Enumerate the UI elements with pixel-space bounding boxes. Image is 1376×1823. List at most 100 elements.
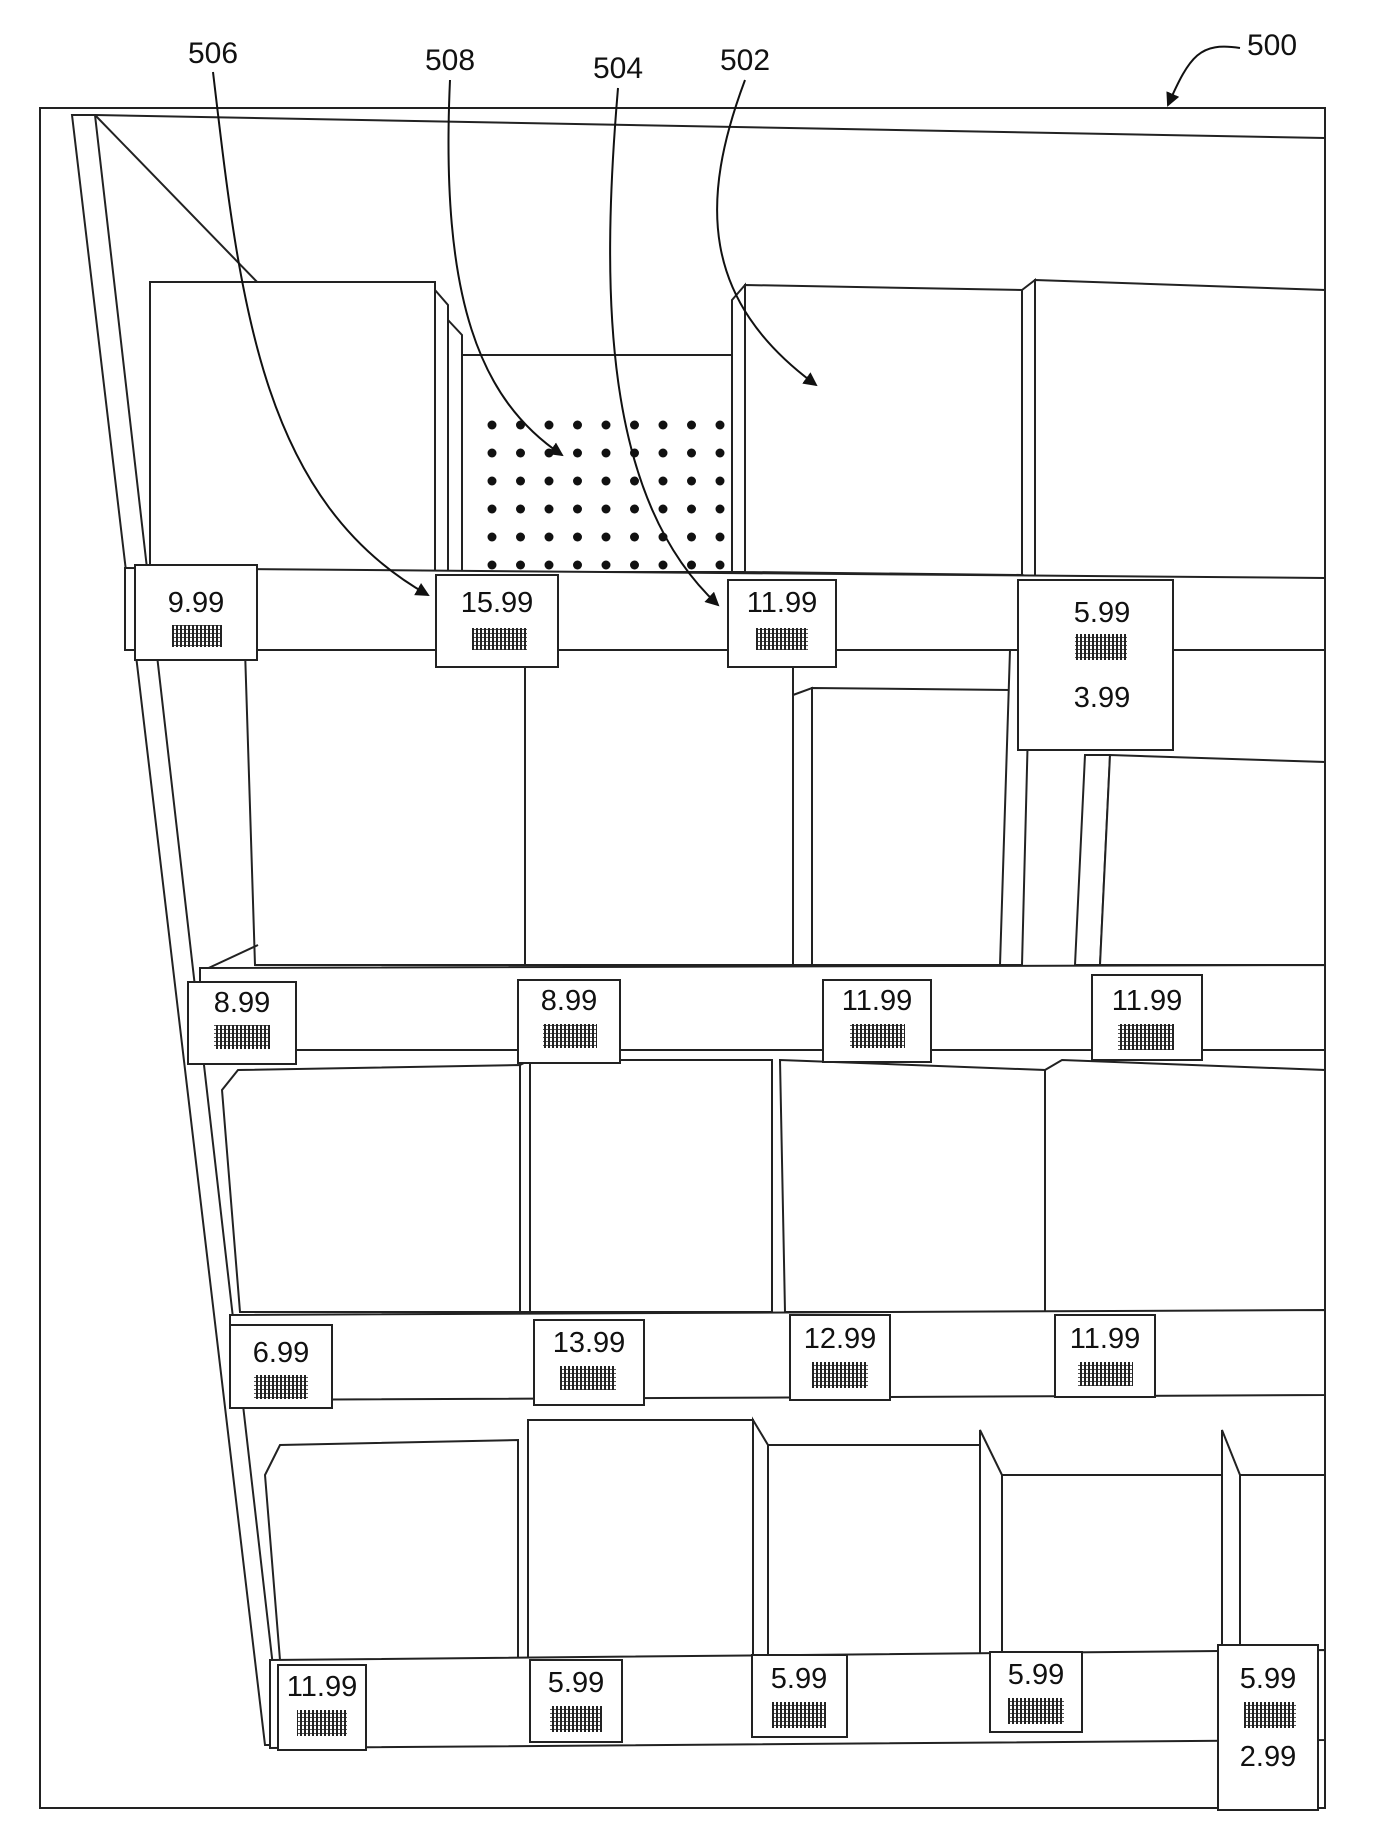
- dot: [545, 561, 554, 570]
- dot: [687, 561, 696, 570]
- ref-508: 508: [425, 44, 475, 77]
- barcode-icon: [560, 1366, 616, 1390]
- dot: [659, 477, 668, 486]
- price-tag-s3-3: 12.99: [790, 1315, 890, 1400]
- barcode-icon: [812, 1362, 868, 1388]
- price-text: 8.99: [541, 985, 597, 1017]
- dot: [659, 505, 668, 514]
- dot: [716, 421, 725, 430]
- price-tag-s2-4: 11.99: [1092, 975, 1202, 1060]
- ref-502: 502: [720, 44, 770, 77]
- dot: [716, 477, 725, 486]
- dot: [716, 505, 725, 514]
- price-tag-s2-1: 8.99: [188, 982, 296, 1064]
- dot: [630, 477, 639, 486]
- dot: [716, 449, 725, 458]
- barcode-icon: [543, 1024, 597, 1048]
- price-tag-s4-5: 5.99 2.99: [1218, 1645, 1318, 1810]
- dot: [630, 421, 639, 430]
- price-text: 12.99: [804, 1323, 877, 1355]
- dot: [573, 561, 582, 570]
- price-tag-s4-1: 11.99: [278, 1665, 366, 1750]
- leader-500: [1168, 47, 1240, 105]
- dot: [545, 449, 554, 458]
- price-tag-504: 11.99: [728, 580, 836, 667]
- barcode-icon: [850, 1024, 905, 1048]
- price-text: 6.99: [253, 1337, 309, 1369]
- shelf-rail-3: [230, 1310, 1325, 1400]
- price-tag-s3-1: 6.99: [230, 1325, 332, 1408]
- price-text: 11.99: [1070, 1323, 1140, 1355]
- dot: [630, 561, 639, 570]
- price-text: 5.99: [771, 1663, 827, 1695]
- dot: [602, 421, 611, 430]
- dot: [716, 533, 725, 542]
- barcode-icon: [254, 1375, 308, 1399]
- sale-price-text: 2.99: [1240, 1741, 1296, 1773]
- barcode-icon: [1078, 1362, 1133, 1386]
- price-text: 11.99: [287, 1671, 357, 1703]
- dot: [545, 505, 554, 514]
- dot: [516, 561, 525, 570]
- dot: [687, 533, 696, 542]
- price-text: 8.99: [214, 987, 270, 1019]
- dot: [488, 533, 497, 542]
- price-tag-s3-2: 13.99: [534, 1320, 644, 1405]
- dot: [659, 421, 668, 430]
- dot: [516, 449, 525, 458]
- dot: [573, 449, 582, 458]
- price-text: 5.99: [548, 1667, 604, 1699]
- dot: [630, 505, 639, 514]
- price-tag-s1-4: 5.99 3.99: [1018, 580, 1173, 750]
- price-tag-s4-4: 5.99: [990, 1652, 1082, 1732]
- ref-500: 500: [1247, 29, 1297, 62]
- dot: [602, 449, 611, 458]
- dot: [573, 533, 582, 542]
- barcode-icon: [772, 1702, 826, 1728]
- price-text: 5.99: [1240, 1663, 1296, 1695]
- barcode-icon: [550, 1706, 602, 1732]
- barcode-icon: [472, 628, 527, 650]
- dot: [602, 561, 611, 570]
- dot: [602, 477, 611, 486]
- price-tag-506: 15.99: [436, 575, 558, 667]
- barcode-icon: [172, 625, 222, 647]
- dot: [687, 477, 696, 486]
- barcode-icon: [1244, 1702, 1296, 1728]
- dot: [687, 421, 696, 430]
- dot: [488, 421, 497, 430]
- dot: [545, 477, 554, 486]
- dot: [545, 421, 554, 430]
- dot: [488, 505, 497, 514]
- barcode-icon: [1008, 1698, 1064, 1724]
- price-text: 11.99: [842, 985, 912, 1017]
- barcode-icon: [1075, 634, 1127, 660]
- dot: [630, 533, 639, 542]
- price-tag-s2-3: 11.99: [823, 980, 931, 1062]
- dot: [516, 505, 525, 514]
- dot: [602, 533, 611, 542]
- dot: [545, 533, 554, 542]
- dot: [488, 561, 497, 570]
- price-tag-s3-4: 11.99: [1055, 1315, 1155, 1397]
- sale-price-text: 3.99: [1074, 682, 1130, 714]
- price-tag-s4-2: 5.99: [530, 1660, 622, 1742]
- ref-504: 504: [593, 52, 643, 85]
- price-text: 13.99: [553, 1327, 626, 1359]
- dot: [573, 421, 582, 430]
- dot: [516, 533, 525, 542]
- dot: [516, 477, 525, 486]
- barcode-icon: [756, 628, 808, 650]
- dot: [659, 561, 668, 570]
- price-text: 11.99: [747, 587, 817, 619]
- barcode-icon: [1118, 1024, 1174, 1050]
- dot: [488, 449, 497, 458]
- dot: [687, 505, 696, 514]
- barcode-icon: [297, 1710, 347, 1736]
- price-text: 5.99: [1074, 597, 1130, 629]
- price-tag-s1-1: 9.99: [135, 565, 257, 660]
- ref-506: 506: [188, 37, 238, 70]
- price-text: 15.99: [461, 587, 534, 619]
- price-tag-s4-3: 5.99: [752, 1655, 847, 1737]
